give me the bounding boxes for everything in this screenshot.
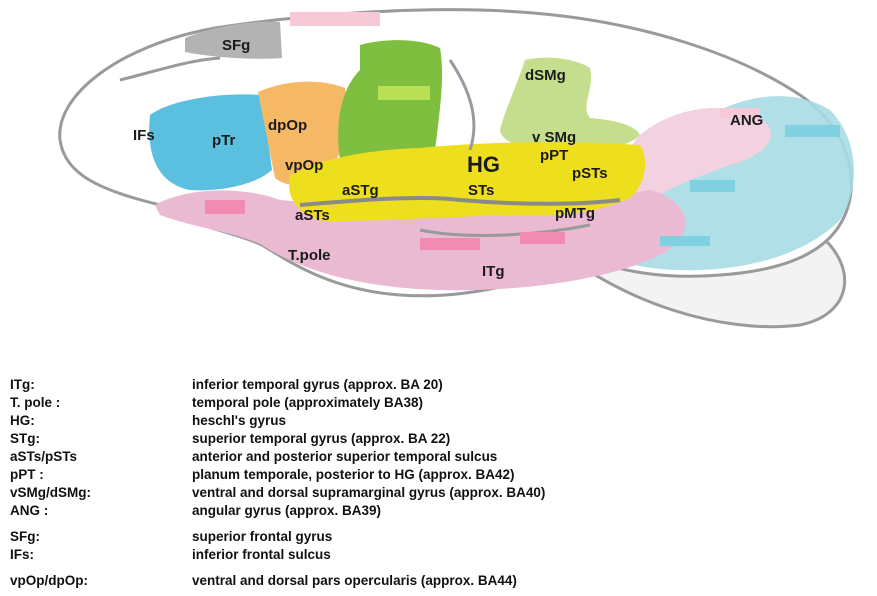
- label-astg: aSTg: [342, 182, 379, 199]
- highlight-patch: [420, 238, 480, 250]
- legend-desc: anterior and posterior superior temporal…: [192, 448, 497, 466]
- legend-abbr: IFs:: [10, 546, 34, 564]
- label-asts: aSTs: [295, 207, 330, 224]
- legend-abbr: ITg:: [10, 376, 35, 394]
- legend-desc: planum temporale, posterior to HG (appro…: [192, 466, 515, 484]
- label-vsmg: v SMg: [532, 129, 576, 146]
- label-dpop: dpOp: [268, 117, 307, 134]
- legend-abbr: ANG :: [10, 502, 48, 520]
- ifs-ptr-region: [149, 94, 272, 190]
- label-ang: ANG: [730, 112, 763, 129]
- premotor-highlight: [378, 86, 430, 100]
- legend-abbr: aSTs/pSTs: [10, 448, 77, 466]
- label-ppt: pPT: [540, 147, 568, 164]
- legend-abbr: pPT :: [10, 466, 44, 484]
- label-dsmg: dSMg: [525, 67, 566, 84]
- highlight-patch: [520, 232, 565, 244]
- label-itg: ITg: [482, 263, 505, 280]
- legend: ITg: inferior temporal gyrus (approx. BA…: [0, 364, 877, 596]
- legend-desc: ventral and dorsal supramarginal gyrus (…: [192, 484, 545, 502]
- legend-abbr: STg:: [10, 430, 40, 448]
- legend-abbr: vpOp/dpOp:: [10, 572, 88, 590]
- legend-desc: inferior frontal sulcus: [192, 546, 331, 564]
- label-ifs: IFs: [133, 127, 155, 144]
- label-tpole: T.pole: [288, 247, 331, 264]
- legend-desc: heschl's gyrus: [192, 412, 286, 430]
- legend-desc: ventral and dorsal pars opercularis (app…: [192, 572, 517, 590]
- label-pmtg: pMTg: [555, 205, 595, 222]
- legend-abbr: T. pole :: [10, 394, 60, 412]
- highlight-patch: [205, 200, 245, 214]
- highlight-patch: [660, 236, 710, 246]
- label-vpop: vpOp: [285, 157, 323, 174]
- label-sts: STs: [468, 182, 494, 199]
- legend-abbr: vSMg/dSMg:: [10, 484, 91, 502]
- legend-desc: inferior temporal gyrus (approx. BA 20): [192, 376, 443, 394]
- legend-abbr: SFg:: [10, 528, 40, 546]
- highlight-patch: [290, 12, 380, 26]
- label-sfg: SFg: [222, 37, 250, 54]
- label-hg: HG: [467, 152, 500, 177]
- label-psts: pSTs: [572, 165, 608, 182]
- label-ptr: pTr: [212, 132, 235, 149]
- legend-abbr: HG:: [10, 412, 35, 430]
- legend-desc: superior temporal gyrus (approx. BA 22): [192, 430, 450, 448]
- brain-diagram: SFg IFs pTr dpOp vpOp dSMg v SMg ANG HG …: [0, 0, 877, 350]
- legend-desc: superior frontal gyrus: [192, 528, 332, 546]
- legend-desc: temporal pole (approximately BA38): [192, 394, 423, 412]
- legend-desc: angular gyrus (approx. BA39): [192, 502, 381, 520]
- highlight-patch: [785, 125, 840, 137]
- highlight-patch: [690, 180, 735, 192]
